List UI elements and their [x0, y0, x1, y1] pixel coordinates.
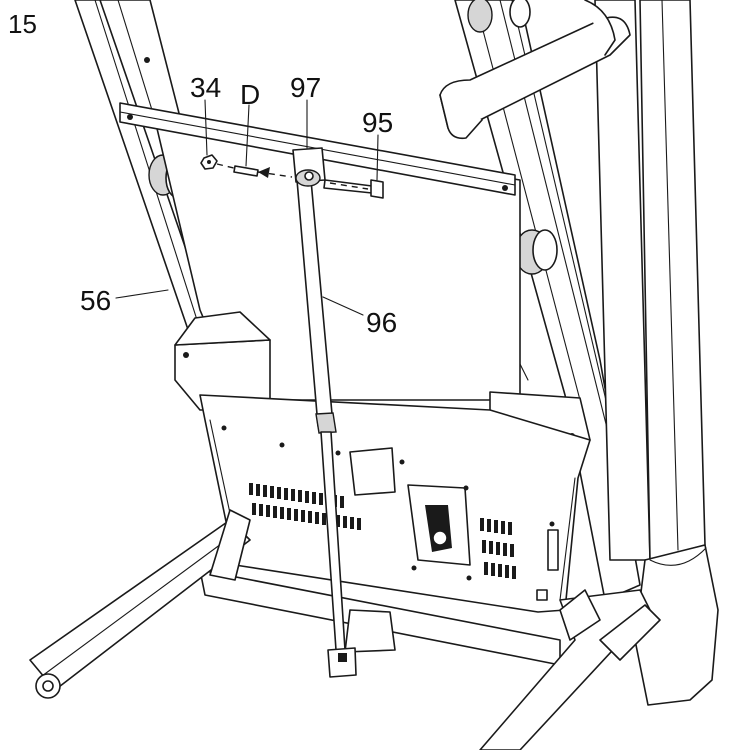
base-frame — [29, 509, 661, 750]
step-number: 15 — [8, 9, 37, 39]
callout-34: 34 — [190, 72, 221, 103]
callout-D: D — [240, 79, 260, 110]
vent-right — [480, 518, 516, 579]
hardware — [200, 154, 384, 199]
callout-56: 56 — [80, 285, 111, 316]
callout-97: 97 — [290, 72, 321, 103]
leader-lines — [115, 99, 379, 316]
motor-hood — [199, 394, 591, 613]
callout-96: 96 — [366, 307, 397, 338]
callout-95: 95 — [362, 107, 393, 138]
gas-cylinder — [292, 147, 357, 678]
right-upright — [439, 0, 719, 706]
